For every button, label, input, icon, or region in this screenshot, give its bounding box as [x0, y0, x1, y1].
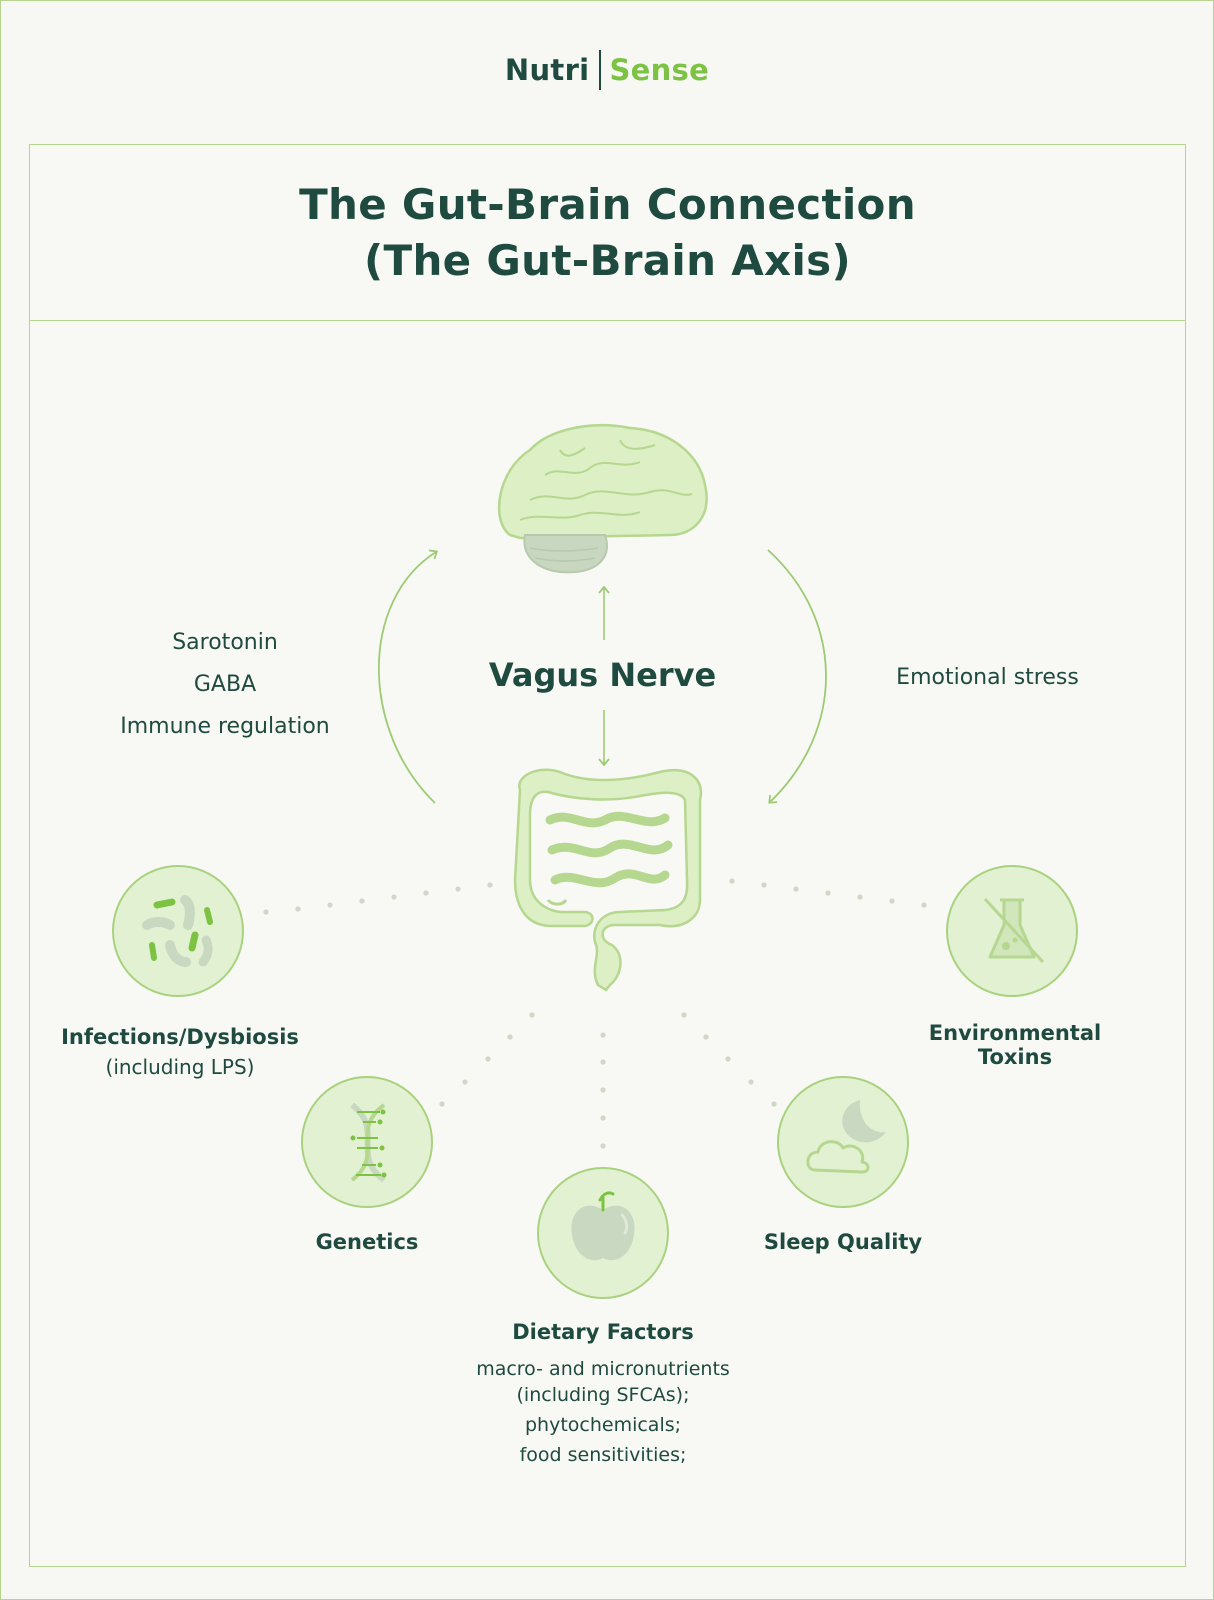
vagus-nerve-label: Vagus Nerve	[488, 656, 717, 694]
infographic-card: The Gut-Brain Connection (The Gut-Brain …	[29, 144, 1186, 1567]
dotted-connectors	[263, 878, 927, 1149]
logo-nutri: Nutri	[504, 53, 590, 87]
intestines-icon	[513, 768, 703, 992]
left-effects-list: Sarotonin GABA Immune regulation	[80, 622, 370, 748]
bacteria-icon	[112, 865, 244, 997]
infections-label: Infections/Dysbiosis (including LPS)	[30, 1025, 330, 1079]
toxins-label: Environmental Toxins	[885, 1021, 1145, 1069]
dietary-detail-2: (including SFCAs);	[516, 1384, 690, 1406]
left-effect-gaba: GABA	[193, 672, 257, 697]
title-line-1: The Gut-Brain Connection	[299, 179, 916, 229]
toxins-label-line2: Toxins	[977, 1045, 1053, 1069]
curved-arrow-right	[767, 549, 827, 804]
flask-crossed-icon	[946, 865, 1078, 997]
apple-icon	[537, 1167, 669, 1299]
sleep-quality-label: Sleep Quality	[763, 1230, 923, 1254]
toxins-label-line1: Environmental	[928, 1021, 1102, 1045]
logo-divider	[599, 50, 602, 90]
dietary-detail-4: food sensitivities;	[519, 1444, 687, 1466]
left-effect-serotonin: Sarotonin	[172, 630, 278, 655]
logo-sense: Sense	[609, 53, 710, 87]
genetics-label: Genetics	[315, 1230, 419, 1254]
dietary-factors-block: Dietary Factors macro- and micronutrient…	[423, 1320, 783, 1468]
curved-arrow-left	[378, 549, 439, 804]
brain-icon	[497, 424, 708, 574]
dietary-detail-1: macro- and micronutrients	[476, 1358, 730, 1380]
dietary-detail-3: phytochemicals;	[524, 1414, 682, 1436]
cloud-moon-icon	[777, 1076, 909, 1208]
dietary-factors-label: Dietary Factors	[512, 1320, 694, 1344]
dna-icon	[301, 1076, 433, 1208]
left-effect-immune: Immune regulation	[120, 714, 330, 739]
nutrisense-logo: Nutri Sense	[0, 50, 1214, 90]
infections-label-line2: (including LPS)	[105, 1055, 255, 1079]
infections-label-line1: Infections/Dysbiosis	[61, 1025, 299, 1049]
title-box: The Gut-Brain Connection (The Gut-Brain …	[30, 145, 1185, 321]
title-line-2: (The Gut-Brain Axis)	[364, 235, 851, 285]
right-effect-label: Emotional stress	[896, 665, 1079, 690]
